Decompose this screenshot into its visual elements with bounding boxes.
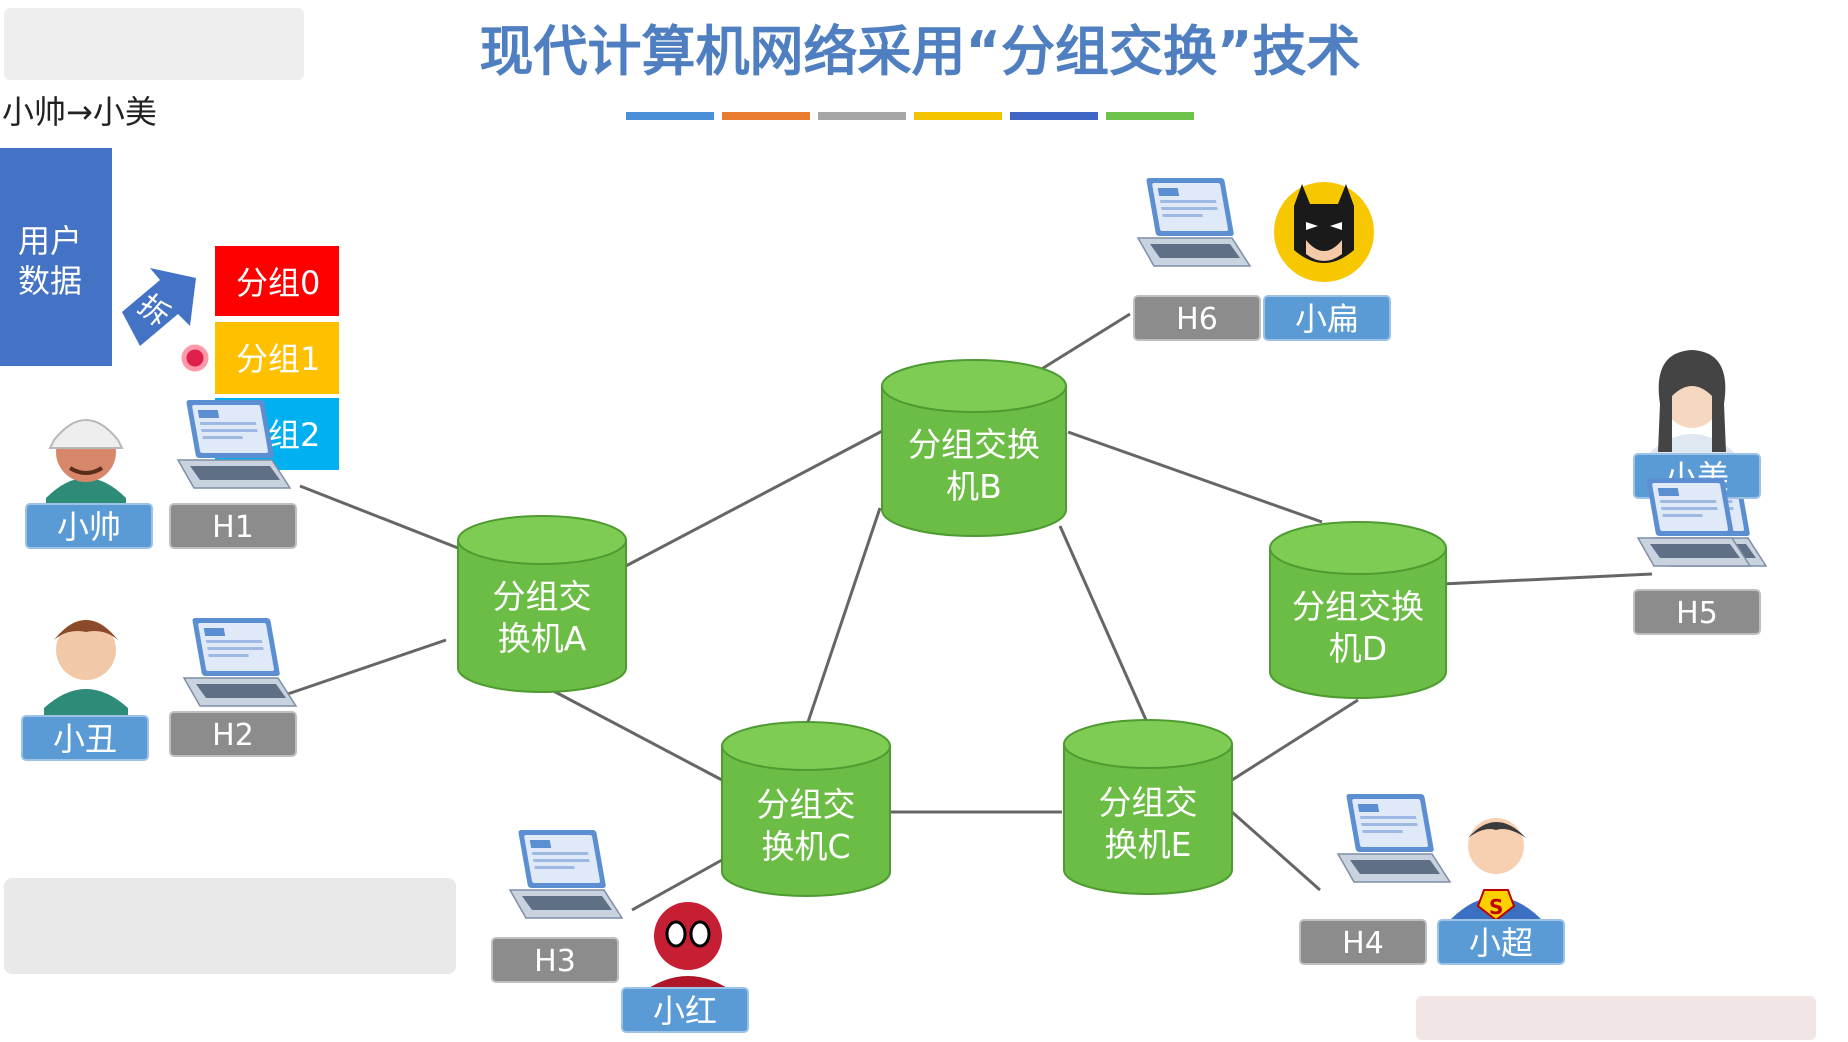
flow-label: 小帅→小美: [2, 93, 157, 131]
laptop-h2-icon: [183, 617, 297, 707]
link-d-h5: [1441, 572, 1653, 586]
user-xiaochao: [1437, 919, 1565, 965]
switch-b-line-2: 机B: [946, 467, 1002, 506]
user-xiaohong: [621, 987, 749, 1033]
laptop-h6-icon: [1137, 177, 1251, 267]
title-underline-segment: [722, 112, 810, 120]
switch-c: 分组交 换机C: [721, 721, 891, 897]
switch-d: 分组交换 机D: [1269, 521, 1447, 699]
link-a-c: [543, 684, 723, 782]
user-data-line-2: 数据: [18, 262, 82, 300]
title-underline-segment: [914, 112, 1002, 120]
link-e-h4: [1231, 810, 1321, 892]
packet-0: [215, 246, 339, 316]
avatar-xiaomei-icon: [1650, 350, 1734, 458]
link-a-b: [621, 426, 889, 570]
user-xiaochou: [21, 715, 149, 761]
page-title: 现代计算机网络采用“分组交换”技术: [480, 20, 1361, 83]
user-xiaochao-label: 小超: [1469, 924, 1533, 962]
host-h1-label: H1: [212, 510, 254, 545]
switch-e: 分组交 换机E: [1063, 719, 1233, 895]
title-underline-segment: [818, 112, 906, 120]
switch-c-line-1: 分组交: [757, 785, 856, 824]
host-h1: [169, 503, 297, 549]
switch-e-line-1: 分组交: [1099, 783, 1198, 822]
blurred-watermark-right: [1416, 996, 1816, 1040]
switch-a-line-1: 分组交: [493, 577, 592, 616]
network-links: [275, 312, 1653, 912]
user-data-line-1: 用户: [18, 222, 82, 260]
avatar-xiaobian-icon: [1274, 182, 1374, 282]
avatar-xiaochao-icon: S: [1450, 818, 1542, 926]
title-underline: [626, 112, 1194, 120]
host-h4: [1299, 919, 1427, 965]
link-b-c: [806, 507, 882, 723]
switch-d-line-1: 分组交换: [1292, 587, 1424, 626]
svg-text:S: S: [1489, 895, 1503, 919]
link-e-d: [1231, 698, 1359, 782]
user-xiaohong-label: 小红: [653, 992, 717, 1030]
host-h5: [1633, 589, 1761, 635]
switch-b-line-1: 分组交换: [908, 425, 1040, 464]
switch-a-line-2: 换机A: [498, 619, 587, 658]
host-h2-label: H2: [212, 718, 254, 753]
link-h1-a: [299, 484, 459, 550]
blurred-watermark-left: [4, 878, 456, 974]
blurred-logo: [4, 8, 304, 80]
host-h6-label: H6: [1176, 302, 1218, 337]
user-xiaoshuai: [25, 503, 153, 549]
host-h5-label: H5: [1676, 596, 1718, 631]
link-b-e: [1058, 525, 1148, 721]
switch-e-line-2: 换机E: [1105, 825, 1192, 864]
host-h4-label: H4: [1342, 926, 1384, 961]
title-underline-segment: [1010, 112, 1098, 120]
packet-1-label: 分组1: [236, 340, 320, 378]
avatar-xiaoshuai-icon: [46, 419, 126, 506]
user-xiaobian: [1263, 295, 1391, 341]
packet-1: [215, 322, 339, 394]
host-h3-label: H3: [534, 944, 576, 979]
host-h2: [169, 711, 297, 757]
title-underline-segment: [626, 112, 714, 120]
link-c-h3: [631, 858, 723, 912]
switch-b: 分组交换 机B: [881, 359, 1067, 537]
user-data-block: [0, 148, 112, 366]
laptop-h4-icon: [1337, 793, 1451, 883]
packet-0-label: 分组0: [236, 264, 320, 302]
host-h3: [491, 937, 619, 983]
title-underline-segment: [1106, 112, 1194, 120]
cursor-dot: [181, 344, 209, 372]
host-h6: [1133, 295, 1261, 341]
laptop-h3-icon: [509, 829, 623, 919]
switch-a: 分组交 换机A: [457, 515, 627, 693]
user-xiaoshuai-label: 小帅: [57, 508, 121, 546]
user-xiaochou-label: 小丑: [53, 720, 117, 758]
avatar-xiaochou-icon: [44, 620, 128, 716]
switch-c-line-2: 换机C: [761, 827, 850, 866]
split-arrow: 拆: [122, 268, 196, 346]
avatar-xiaohong-icon: [640, 902, 736, 1000]
user-xiaobian-label: 小扁: [1295, 300, 1359, 338]
link-b-d: [1067, 430, 1323, 524]
link-b-h6: [1039, 312, 1131, 372]
switch-d-line-2: 机D: [1329, 629, 1387, 668]
link-h2-a: [275, 638, 447, 700]
